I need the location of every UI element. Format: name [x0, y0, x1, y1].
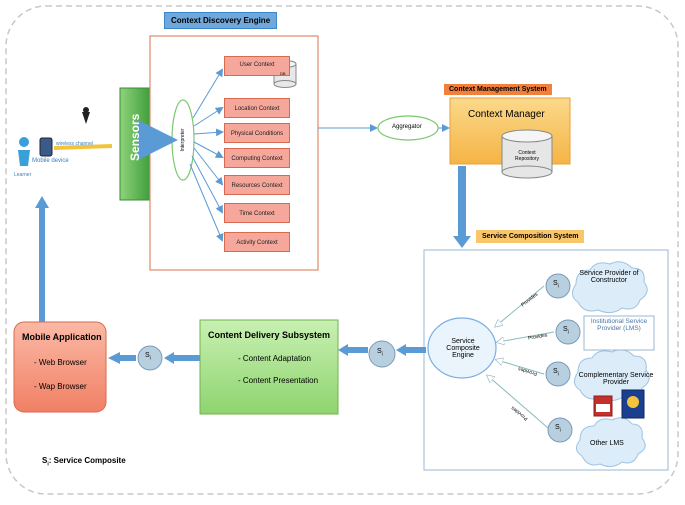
interpreter-label: Interpreter: [180, 128, 186, 152]
node-2-label: Si: [563, 326, 569, 336]
tower-icon: [82, 107, 90, 124]
node-3-label: Si: [553, 368, 559, 378]
engine-label: Service Composite Engine: [446, 338, 480, 359]
node-6-label: Si: [145, 352, 151, 362]
mobile-device-icon: [39, 137, 53, 157]
context-resources: Resources Context: [224, 175, 290, 195]
delivery-si-node: [368, 340, 396, 368]
learner-icon: [18, 137, 30, 166]
mobile-si-node: [137, 345, 163, 371]
context-physical: Physical Conditions: [224, 123, 290, 143]
context-computing: Computing Context: [224, 148, 290, 168]
interpreter-connectors: [189, 68, 224, 242]
up-arrow-head: [35, 196, 49, 208]
context-manager-label: Context Manager: [468, 109, 545, 120]
provider-complementary-label: Complementary Service Provider: [578, 372, 654, 386]
context-management-title: Context Management System: [444, 84, 552, 95]
provider-arrows: [488, 285, 555, 429]
provider-lms-label: Institutional Service Provider (LMS): [590, 318, 648, 332]
db-label: DB: [280, 71, 286, 76]
wireless-channel-line: [53, 144, 113, 150]
context-user: User Context: [224, 56, 290, 76]
context-time: Time Context: [224, 203, 290, 223]
outer-frame: [5, 5, 679, 495]
context-location: Location Context: [224, 98, 290, 118]
repository-cylinder: [501, 129, 553, 179]
node-4-label: Si: [555, 424, 561, 434]
learner-label: Learner: [14, 172, 32, 178]
node-5-label: Si: [377, 348, 383, 358]
web-browser: - Web Browser: [34, 358, 87, 367]
manager-down-arrow-head: [453, 236, 471, 248]
wireless-label: wireless channel: [56, 141, 93, 147]
repository-label: Context Repository: [515, 150, 539, 162]
mobile-app-box: [13, 321, 107, 413]
node-1-label: Si: [553, 280, 559, 290]
content-adaptation: - Content Adaptation: [238, 354, 311, 363]
sensors-label: Sensors: [128, 113, 142, 161]
content-delivery-box: [199, 319, 339, 415]
engine-ellipse: [427, 317, 497, 379]
content-presentation: - Content Presentation: [238, 376, 319, 385]
provider-other-label: Other LMS: [590, 440, 624, 447]
provider-clouds: [572, 261, 650, 468]
provider-constructor-label: Service Provider of Constructor: [579, 270, 639, 284]
aggregator-label: Aggregator: [392, 124, 422, 130]
si-nodes: [545, 273, 581, 443]
mobile-app-title: Mobile Application: [22, 332, 102, 342]
youtube-logo: [593, 395, 613, 417]
lms-box: [583, 315, 655, 351]
context-discovery-title: Context Discovery Engine: [164, 12, 278, 29]
wap-browser: - Wap Browser: [34, 382, 87, 391]
mobile-device-label: Mobile device: [32, 158, 69, 164]
content-delivery-title: Content Delivery Subsystem: [208, 330, 331, 340]
service-composition-title: Service Composition System: [476, 230, 585, 243]
wiki-logo: [621, 389, 645, 419]
legend: Si: Service Composite: [42, 456, 126, 468]
context-activity: Activity Context: [224, 232, 290, 252]
